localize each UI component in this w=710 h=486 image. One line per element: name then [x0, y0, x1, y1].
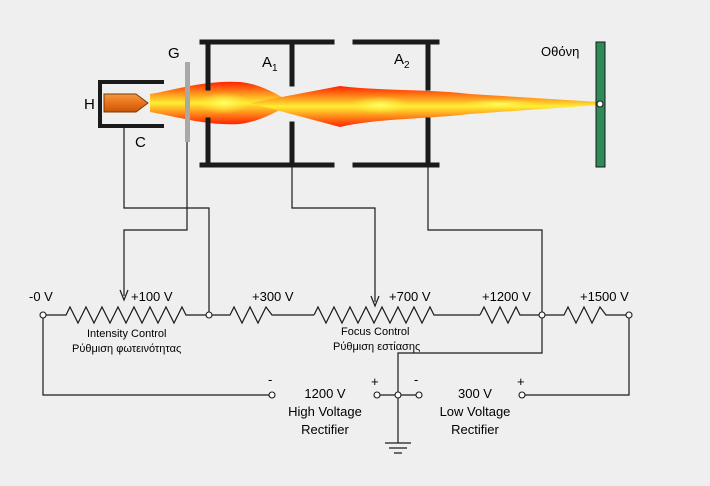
high-rectifier-line2: Rectifier: [301, 422, 349, 437]
wire-1200-down: [397, 318, 543, 392]
grid-label: G: [168, 45, 180, 62]
control-grid: G: [168, 45, 190, 142]
high-rectifier-line1: High Voltage: [288, 404, 362, 419]
anode-2-upper: [352, 39, 440, 91]
node-high-minus: [268, 391, 276, 399]
voltage-label-0: -0 V: [29, 289, 53, 304]
node-100v: [205, 311, 213, 319]
high-rectifier-plus: +: [371, 374, 379, 389]
voltage-label-1500: +1500 V: [580, 289, 629, 304]
heater-label: H: [84, 96, 95, 113]
voltage-divider: -0 V +100 V +300 V +700 V +1200 V +1500 …: [29, 289, 633, 355]
node-center: [394, 391, 402, 399]
voltage-label-700: +700 V: [389, 289, 431, 304]
focus-control-label-greek: Ρύθμιση εστίασης: [333, 341, 420, 353]
heater-filament: [103, 93, 149, 113]
wire-anode-1: [291, 165, 376, 302]
resistor-focus: [313, 305, 480, 325]
tube-wiring: [119, 126, 543, 315]
wire-anode-2: [427, 165, 543, 315]
low-rectifier-voltage: 300 V: [458, 386, 492, 401]
anode-2-label: A2: [394, 51, 410, 71]
resistor-300: [209, 305, 314, 325]
node-1200v: [538, 311, 546, 319]
wire-1500-to-low-plus: [525, 318, 630, 396]
node-low-plus: [518, 391, 526, 399]
low-rectifier-line1: Low Voltage: [440, 404, 511, 419]
grid-electrode: [185, 62, 190, 142]
wiper-intensity-arrow: [119, 289, 129, 302]
high-rectifier-voltage: 1200 V: [304, 386, 346, 401]
cathode-housing: [98, 80, 164, 128]
beam-spot: [596, 100, 604, 108]
node-0v: [39, 311, 47, 319]
low-rectifier-minus: -: [414, 372, 418, 387]
phosphor-screen: Οθόνη: [541, 41, 606, 168]
anode-2-lower: [352, 117, 440, 168]
cathode-label: C: [135, 134, 146, 151]
high-voltage-rectifier: - + 1200 V High Voltage Rectifier: [268, 372, 379, 437]
screen-label: Οθόνη: [541, 44, 579, 59]
wire-grid: [123, 142, 188, 296]
resistor-1500: [542, 305, 629, 325]
node-1500v: [625, 311, 633, 319]
anode-2: A2: [352, 39, 440, 168]
anode-1-label: A1: [262, 54, 278, 74]
wiper-focus-arrow: [370, 295, 380, 308]
rectifier-wiring: [42, 318, 630, 454]
low-rectifier-line2: Rectifier: [451, 422, 499, 437]
cathode-assembly: H C: [84, 80, 164, 151]
high-rectifier-minus: -: [268, 372, 272, 387]
ground-symbol: [385, 442, 411, 454]
resistor-1200: [479, 305, 542, 325]
wire-cathode: [123, 126, 210, 315]
intensity-control-label: Intensity Control: [87, 328, 166, 340]
voltage-label-300: +300 V: [252, 289, 294, 304]
node-high-plus: [373, 391, 381, 399]
anode-1-lower: [199, 117, 335, 168]
focus-control-label: Focus Control: [341, 326, 409, 338]
beam-second-section: [250, 86, 600, 127]
node-low-minus: [415, 391, 423, 399]
voltage-label-1200: +1200 V: [482, 289, 531, 304]
voltage-label-100: +100 V: [131, 289, 173, 304]
low-voltage-rectifier: - + 300 V Low Voltage Rectifier: [414, 372, 525, 437]
anode-1: A1: [199, 39, 335, 168]
resistor-intensity: [43, 305, 209, 325]
electron-beam: [150, 81, 600, 127]
wire-0v-to-high-minus: [42, 318, 269, 396]
low-rectifier-plus: +: [517, 374, 525, 389]
anode-1-upper: [199, 39, 335, 91]
intensity-control-label-greek: Ρύθμιση φωτεινότητας: [72, 343, 181, 355]
